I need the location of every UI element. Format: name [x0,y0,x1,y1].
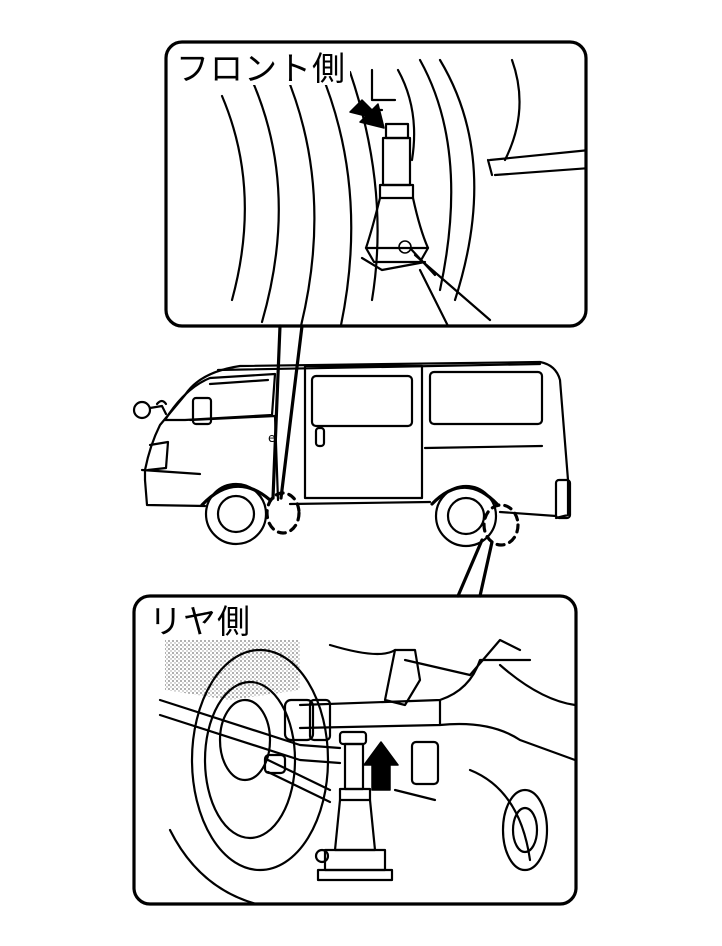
rear-jack-point-marker [482,503,520,547]
front-jack-point-marker [265,491,301,535]
rear-callout-line [456,538,484,598]
front-jack [360,122,437,277]
rear-panel-frame [132,594,578,906]
rear-side-label: リヤ側 [145,605,255,638]
front-side-label: フロント側 [172,52,350,85]
rear-panel-illustration [158,638,576,904]
front-callout-line [271,324,282,500]
rear-callout-line-2 [478,540,494,598]
front-panel-frame [164,40,588,328]
arrow-up-icon [363,741,399,791]
front-callout-line-2 [279,324,304,500]
rear-jack [314,730,394,882]
arrow-down-right-icon [349,99,385,129]
svg-text:e: e [268,431,275,445]
van-illustration: e [132,360,572,548]
rear-detail-panel [132,594,578,906]
front-panel-illustration [220,58,586,326]
front-detail-panel [164,40,588,328]
